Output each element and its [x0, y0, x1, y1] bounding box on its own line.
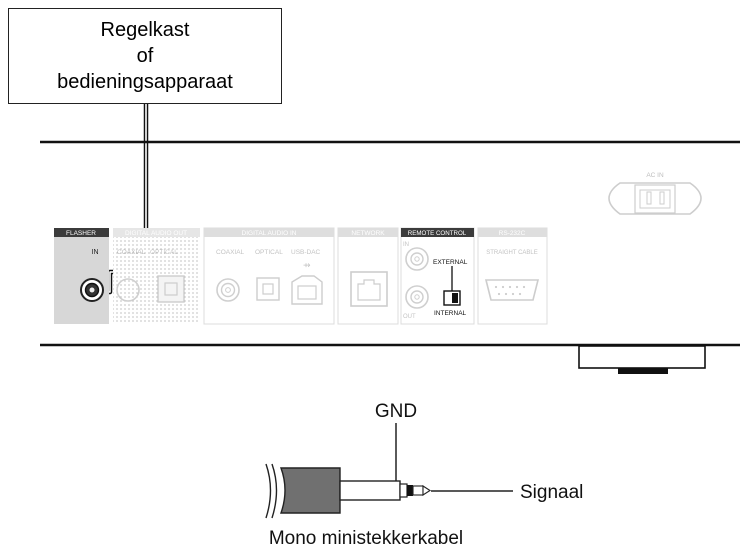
digital-in-optical-label: OPTICAL	[255, 249, 283, 256]
digital-audio-out-header: DIGITAL AUDIO OUT	[125, 230, 187, 237]
mono-mini-plug	[265, 463, 432, 519]
rs232c-sub-label: STRAIGHT CABLE	[486, 250, 538, 256]
ac-in-label: AC IN	[646, 172, 664, 179]
controller-box-line1: Regelkast	[100, 19, 190, 41]
controller-box-line3: bedieningsapparaat	[57, 71, 233, 93]
remote-in-jack[interactable]	[405, 247, 429, 271]
ac-in-section: AC IN	[608, 172, 702, 215]
digital-in-usb-label: USB-DAC	[291, 249, 321, 256]
flasher-header: FLASHER	[66, 230, 96, 237]
controller-box: Regelkast of bedieningsapparaat	[8, 8, 282, 104]
flasher-section: FLASHER IN	[54, 228, 109, 324]
digital-audio-in-header: DIGITAL AUDIO IN	[242, 230, 297, 237]
remote-control-header: REMOTE CONTROL	[408, 230, 467, 237]
remote-out-jack[interactable]	[405, 285, 429, 309]
remote-in-label: IN	[403, 242, 409, 248]
digital-in-coaxial-label: COAXIAL	[216, 249, 245, 256]
remote-internal-label: INTERNAL	[434, 310, 467, 317]
rs232c-header: RS-232C	[499, 230, 526, 237]
digital-audio-out-section: DIGITAL AUDIO OUT COAXIAL OPTICAL	[113, 228, 200, 324]
digital-in-optical-jack[interactable]	[256, 277, 280, 301]
digital-audio-in-section: DIGITAL AUDIO IN COAXIAL OPTICAL USB-DAC…	[203, 227, 335, 325]
network-header: NETWORK	[351, 230, 385, 237]
remote-out-label: OUT	[403, 314, 416, 320]
rs232c-section: RS-232C STRAIGHT CABLE	[477, 227, 548, 325]
flasher-in-jack[interactable]	[80, 278, 104, 302]
gnd-label: GND	[375, 401, 417, 422]
ac-in-socket[interactable]	[608, 182, 702, 215]
rs232c-jack[interactable]	[484, 279, 540, 301]
usb-dac-jack[interactable]	[291, 275, 323, 305]
remote-control-section: REMOTE CONTROL IN OUT EXTERNAL INTERNAL	[400, 227, 475, 325]
plug-caption: Mono ministekkerkabel	[269, 528, 463, 549]
digital-in-coaxial-jack[interactable]	[216, 278, 240, 302]
digital-audio-out-optical-label: OPTICAL	[150, 249, 178, 256]
digital-out-coaxial-jack[interactable]	[116, 278, 140, 302]
controller-box-line2: of	[136, 45, 154, 67]
digital-audio-out-coaxial-label: COAXIAL	[117, 249, 146, 256]
network-section: NETWORK	[337, 227, 399, 325]
signal-label: Signaal	[520, 482, 583, 503]
remote-external-label: EXTERNAL	[433, 259, 468, 266]
network-jack[interactable]	[350, 271, 388, 307]
digital-out-optical-jack[interactable]	[157, 275, 185, 303]
remote-mode-switch[interactable]	[443, 290, 461, 306]
usb-icon: ⇸	[303, 260, 311, 270]
flasher-in-label: IN	[92, 249, 99, 256]
device-foot	[578, 345, 706, 374]
